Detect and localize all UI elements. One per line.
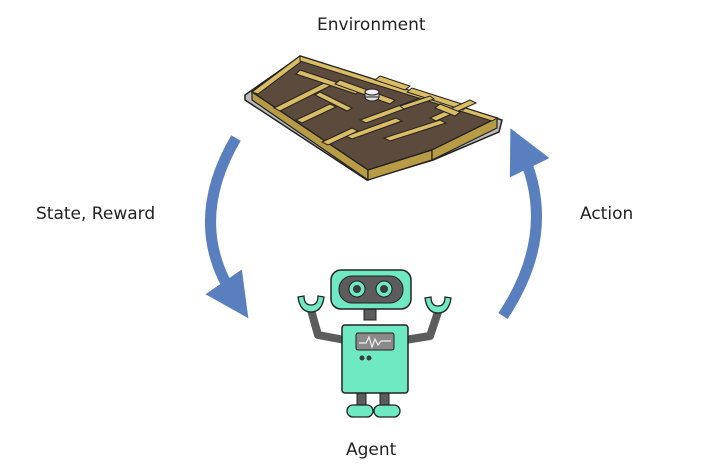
agent-label: Agent	[346, 440, 397, 460]
action-arrow	[498, 128, 550, 320]
robot-icon	[297, 269, 452, 418]
action-label: Action	[580, 204, 634, 224]
state-reward-arrow	[205, 135, 249, 319]
environment-label: Environment	[317, 15, 426, 35]
state-reward-label: State, Reward	[36, 204, 156, 224]
maze-icon	[244, 55, 503, 182]
